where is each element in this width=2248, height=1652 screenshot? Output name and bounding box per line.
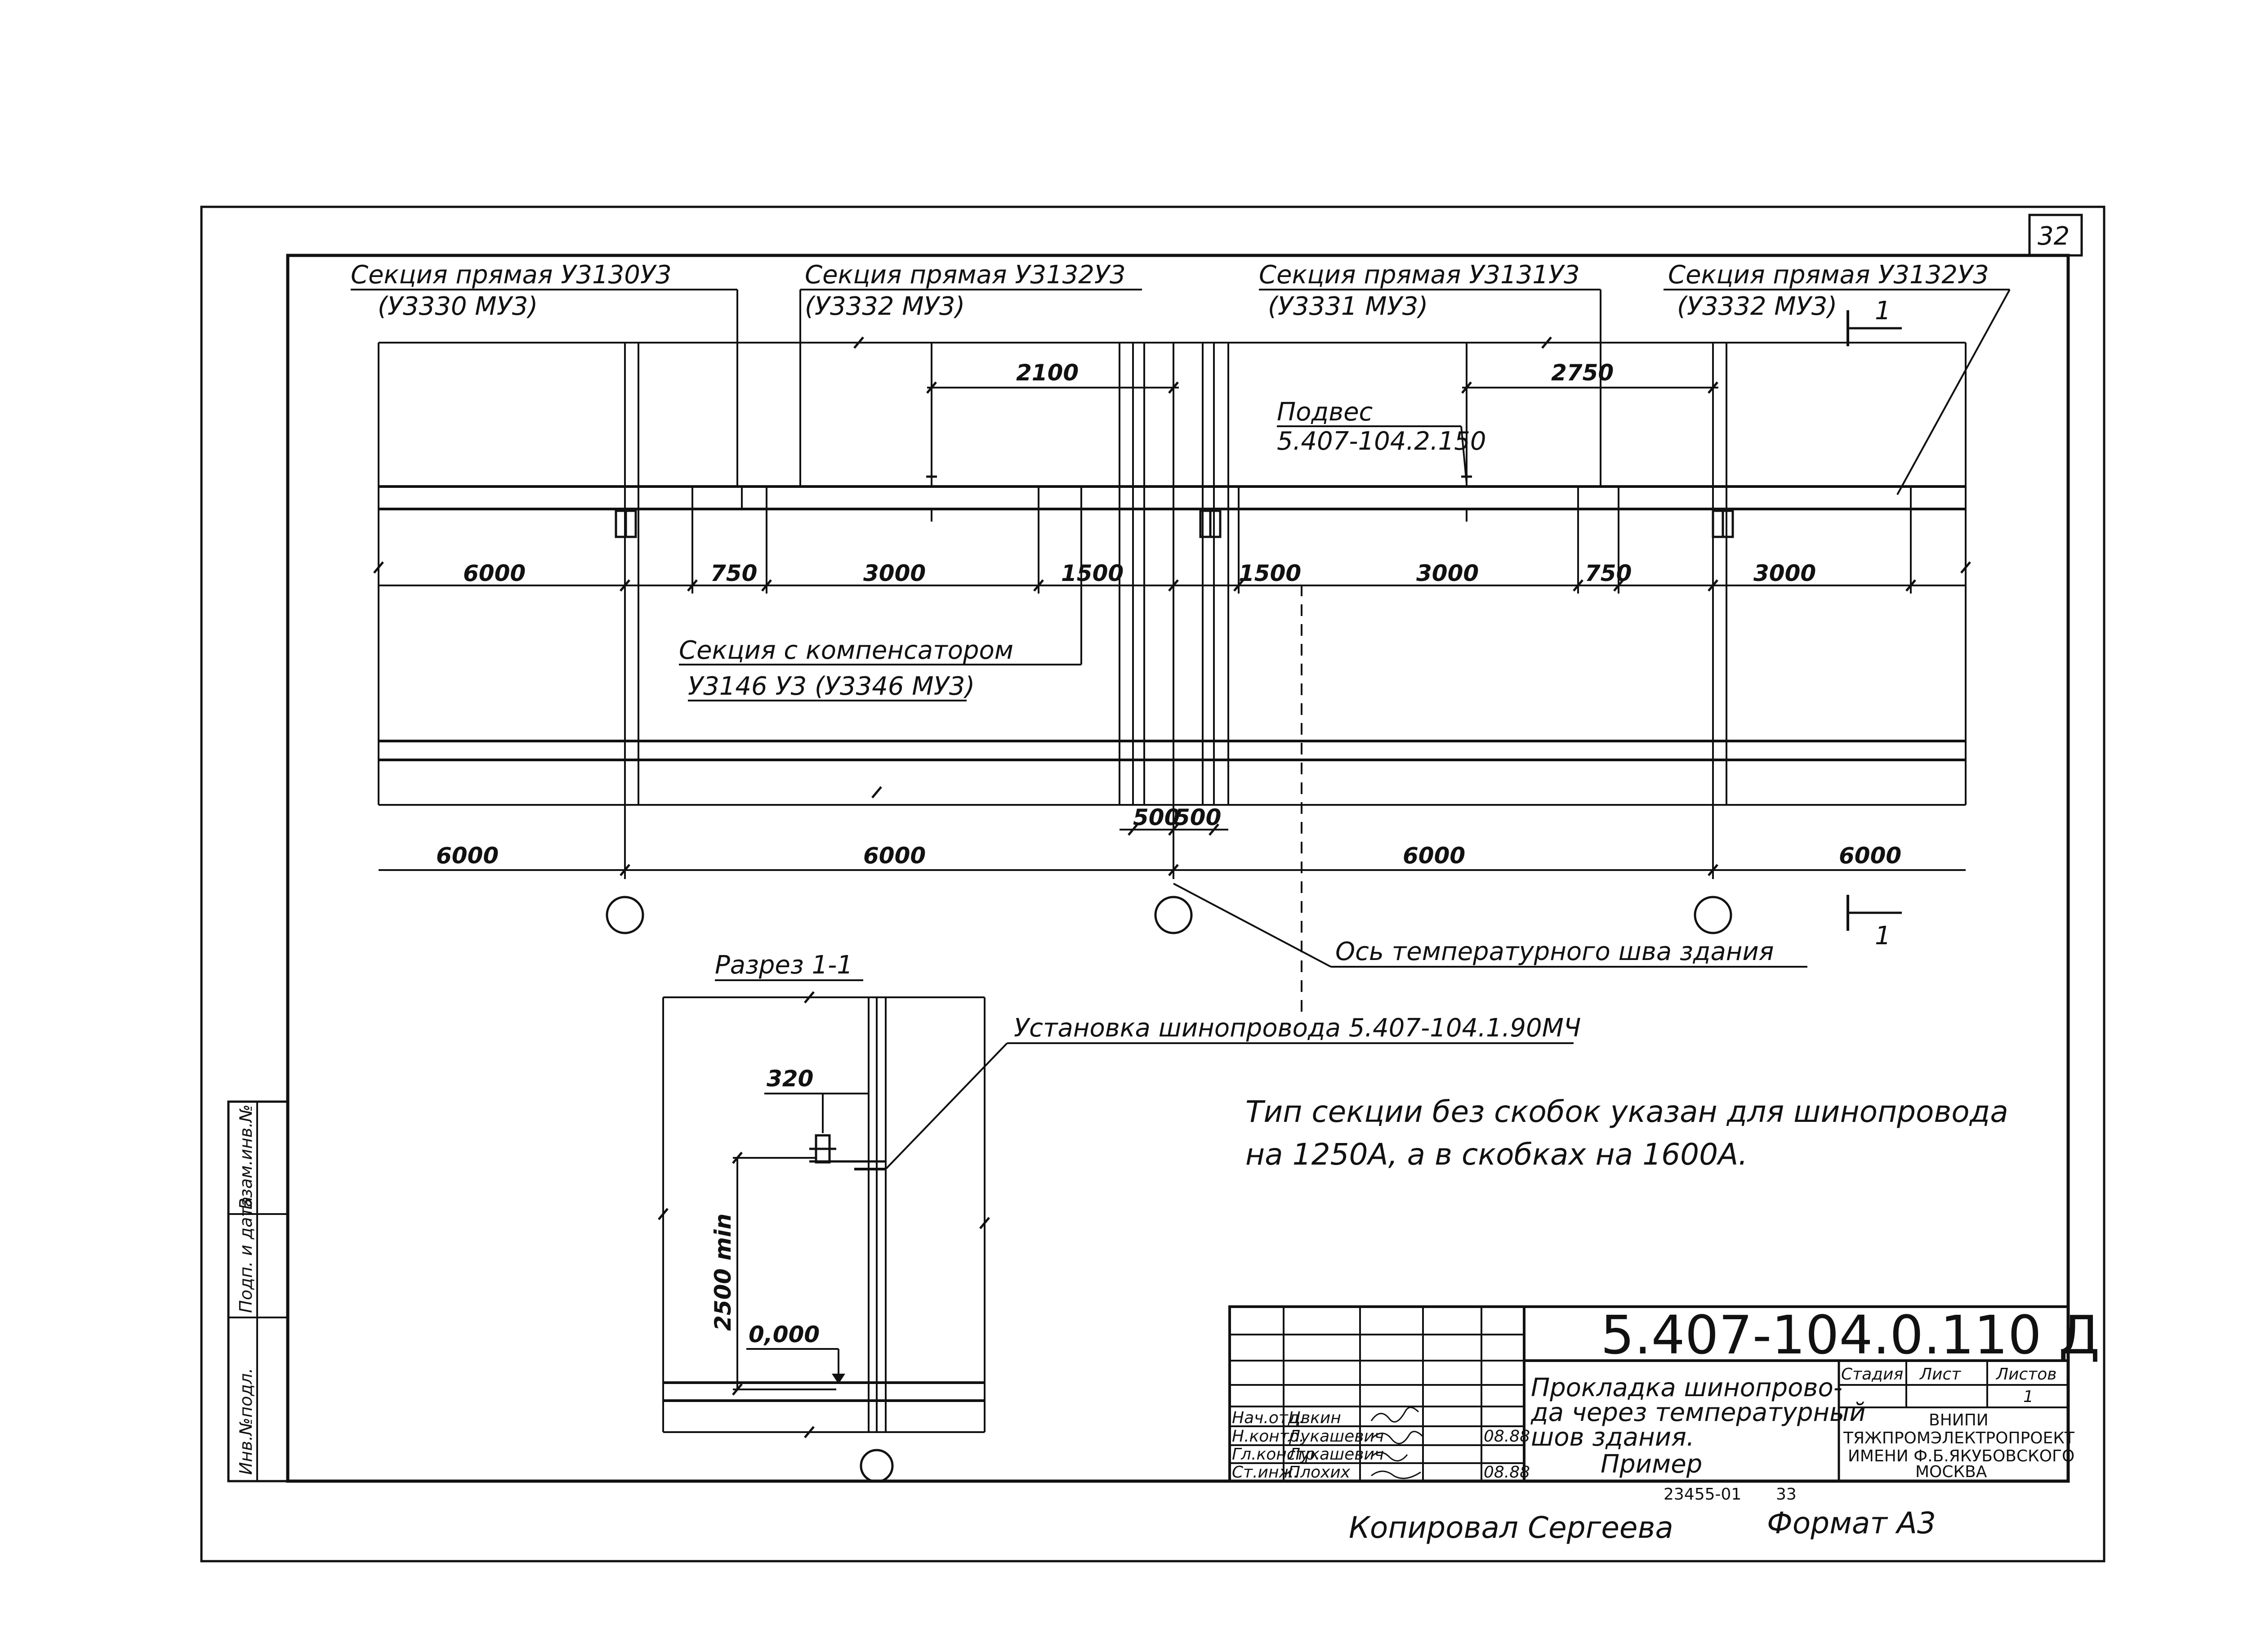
section-mark-top: 1 — [1875, 296, 1891, 326]
column-axes — [624, 343, 1727, 1012]
axis-bubble — [860, 1449, 894, 1483]
section-marks: 1 1 — [1847, 296, 1902, 951]
title-line-1: Прокладка шинопрово- — [1531, 1373, 1842, 1402]
sheets-total: 1 — [2023, 1388, 2034, 1406]
org-line-1: ВНИПИ — [1929, 1411, 1989, 1429]
hanger-callout: Подвес 5.407-104.2.150 — [1277, 397, 1486, 484]
signer-3-name: Лукашевич — [1287, 1445, 1384, 1464]
callout-1-line2: (У3330 МУ3) — [378, 292, 538, 321]
dim-axis-6000-1: 6000 — [436, 843, 499, 869]
dims-middle: 6000 750 3000 1500 1500 3000 750 3000 — [463, 509, 1915, 594]
title-block-code: 5.407-104.0.110 Д — [1601, 1304, 2100, 1366]
plan-view: Секция прямая У3130У3 (У3330 МУ3) Секция… — [351, 260, 2011, 1012]
signer-3-role: Гл.констр. — [1232, 1445, 1320, 1464]
hangers — [926, 343, 1472, 522]
dim-6000-left: 6000 — [463, 560, 526, 586]
sheet-number: 32 — [2038, 222, 2070, 251]
title-block: 5.407-104.0.110 Д Стадия Лист Листов 1 П… — [1228, 1304, 2100, 1482]
hanger-code: 5.407-104.2.150 — [1277, 427, 1486, 456]
note-line-1: Тип секции без скобок указан для шинопро… — [1245, 1094, 2008, 1129]
side-stamp-replacement: Взам.инв.№ — [236, 1104, 256, 1210]
dim-axis-6000-4: 6000 — [1839, 843, 1901, 869]
axis-bubble — [606, 896, 644, 934]
callouts-sections: Секция прямая У3130У3 (У3330 МУ3) Секция… — [351, 260, 2011, 495]
section-title: Разрез 1-1 — [715, 951, 853, 980]
level-0: 0,000 — [749, 1322, 820, 1348]
org-line-4: МОСКВА — [1915, 1463, 1987, 1481]
signer-2-name: Лукашевич — [1287, 1427, 1384, 1446]
side-stamp: Инв.№подл. Подп. и дата Взам.инв.№ — [227, 1100, 289, 1482]
signer-4-name: Плохих — [1288, 1463, 1351, 1482]
axis-bubbles — [606, 896, 1732, 934]
general-note: Тип секции без скобок указан для шинопро… — [1245, 1094, 2008, 1172]
break-marks — [374, 337, 1970, 798]
callout-2-line2: (У3332 МУ3) — [805, 292, 965, 321]
callout-4-line2: (У3332 МУ3) — [1677, 292, 1837, 321]
callout-1-line1: Секция прямая У3130У3 — [351, 260, 672, 290]
dim-500-left: 500 — [1133, 804, 1180, 830]
compensator-callout: Секция с компенсатором У3146 У3 (У3346 М… — [679, 509, 1082, 701]
callout-3-line2: (У3331 МУ3) — [1268, 292, 1428, 321]
dims-joint: 500 500 — [1120, 804, 1228, 835]
dim-axis-6000-3: 6000 — [1403, 843, 1465, 869]
callout-4-line1: Секция прямая У3132У3 — [1668, 260, 1989, 290]
compensator-code: У3146 У3 (У3346 МУ3) — [688, 672, 975, 701]
side-stamp-inventory: Инв.№подл. — [236, 1368, 256, 1475]
callout-3-line1: Секция прямая У3131У3 — [1259, 260, 1580, 290]
dim-axis-6000-2: 6000 — [863, 843, 926, 869]
dim-2750: 2750 — [1551, 360, 1614, 386]
signer-2-role: Н.контр. — [1232, 1427, 1304, 1446]
section-mark-bottom: 1 — [1875, 921, 1891, 951]
title-line-2: да через температурный — [1530, 1398, 1866, 1427]
dims-axes: 6000 6000 6000 6000 — [379, 843, 1966, 875]
signer-4-date: 08.88 — [1484, 1463, 1530, 1482]
compensator-label: Секция с компенсатором — [679, 636, 1013, 665]
callout-2-line1: Секция прямая У3132У3 — [805, 260, 1126, 290]
joint-axis-label: Ось температурного шва здания — [1335, 937, 1774, 966]
side-stamp-signature-date: Подп. и дата — [236, 1197, 256, 1313]
dim-3000-left: 3000 — [863, 560, 926, 586]
title-line-3: шов здания. — [1531, 1423, 1695, 1452]
dim-1500-right: 1500 — [1239, 560, 1301, 586]
inventory-page: 33 — [1776, 1485, 1797, 1504]
header-sheets: Листов — [1995, 1365, 2056, 1384]
dims-top: 2100 2750 — [927, 360, 1718, 393]
busbar-supports — [615, 509, 1734, 538]
header-stage: Стадия — [1841, 1365, 1903, 1384]
dim-2100: 2100 — [1016, 360, 1079, 386]
copied-by: Копировал Сергеева — [1349, 1510, 1673, 1545]
org-line-3: ИМЕНИ Ф.Б.ЯКУБОВСКОГО — [1848, 1447, 2074, 1465]
dim-750-right: 750 — [1585, 560, 1632, 586]
dim-750-left: 750 — [710, 560, 757, 586]
handwritten-signatures — [1370, 1406, 1424, 1479]
dim-3000-mid: 3000 — [1416, 560, 1479, 586]
header-sheet: Лист — [1919, 1365, 1961, 1384]
sheet-frame: 32 — [200, 205, 2105, 1563]
title-line-4: Пример — [1601, 1450, 1702, 1479]
bottom-info: 23455-01 33 Копировал Сергеева Формат А3 — [1349, 1485, 1936, 1545]
axis-bubble — [1694, 896, 1732, 934]
joint-axis-callout: Ось температурного шва здания — [1173, 883, 1807, 968]
inventory-number: 23455-01 — [1664, 1485, 1741, 1504]
dim-1500-left: 1500 — [1061, 560, 1124, 586]
dim-3000-right: 3000 — [1753, 560, 1816, 586]
signer-4-role: Ст.инж. — [1232, 1463, 1298, 1482]
org-line-2: ТЯЖПРОМЭЛЕКТРОПРОЕКТ — [1843, 1429, 2075, 1447]
dim-320: 320 — [767, 1066, 813, 1092]
section-joints — [691, 487, 1912, 509]
signer-1-name: Цвкин — [1288, 1409, 1341, 1427]
dim-height: 2500 min — [710, 1214, 736, 1331]
hanger-label: Подвес — [1277, 397, 1373, 427]
format-label: Формат А3 — [1767, 1506, 1936, 1540]
section-view: Разрез 1-1 320 2500 min 0,000 — [659, 951, 1581, 1483]
signer-2-date: 08.88 — [1484, 1427, 1530, 1446]
signer-1-role: Нач.отд. — [1232, 1409, 1304, 1427]
dim-500-right: 500 — [1174, 804, 1221, 830]
installation-label: Установка шинопровода 5.407-104.1.90МЧ — [1014, 1014, 1581, 1043]
axis-bubble — [1154, 896, 1193, 934]
note-line-2: на 1250А, а в скобках на 1600А. — [1245, 1137, 1748, 1172]
